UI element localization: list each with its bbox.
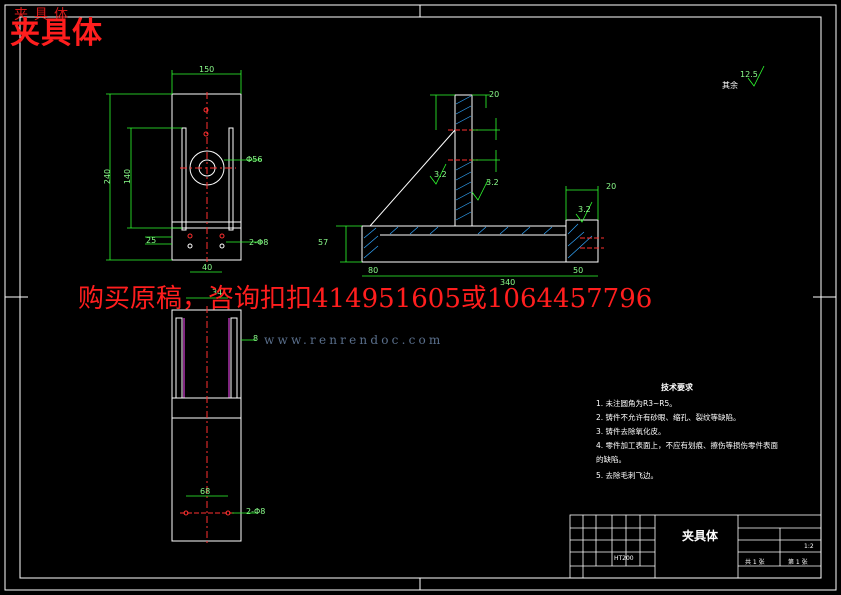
front-view xyxy=(171,92,242,262)
dim-bottom-small: 25 xyxy=(146,236,157,245)
dim-bore: Φ56 xyxy=(246,155,263,164)
dim-top-small: 20 xyxy=(489,90,500,99)
title-block-grid xyxy=(569,514,822,579)
tech-note: 的缺陷。 xyxy=(596,455,626,464)
dim-rough-a: 3.2 xyxy=(434,170,447,179)
dim-lower-hole: 8 xyxy=(253,334,259,343)
side-section-view xyxy=(361,94,604,263)
tech-note: 2. 铸件不允许有砂眼、缩孔、裂纹等缺陷。 xyxy=(596,413,741,422)
front-view-dims xyxy=(106,70,262,273)
dim-rough-b: 3.2 xyxy=(486,178,499,187)
dim-bottom-offset: 40 xyxy=(202,263,213,272)
top-view xyxy=(171,306,242,545)
dim-lower-hole-spec: 2-Φ8 xyxy=(246,507,266,516)
dim-hole-spec: 2-Φ8 xyxy=(249,238,269,247)
dim-rough-c: 3.2 xyxy=(578,205,591,214)
dim-side-base: 80 xyxy=(368,266,379,275)
watermark-url: www.renrendoc.com xyxy=(264,333,444,347)
dim-side-width: 340 xyxy=(500,278,516,287)
title-block-sheet: 第 1 张 xyxy=(788,559,808,566)
centering-marks xyxy=(5,5,836,590)
title-block-scale: 1:2 xyxy=(804,543,814,550)
tech-notes-title: 技术要求 xyxy=(661,383,693,392)
surface-value: 12.5 xyxy=(740,70,758,79)
top-view-dims xyxy=(186,297,258,514)
dim-lower-bottom: 68 xyxy=(200,487,211,496)
tech-note: 1. 未注圆角为R3~R5。 xyxy=(596,399,677,408)
dim-top-width: 150 xyxy=(199,65,215,74)
dim-right-width: 50 xyxy=(573,266,584,275)
surface-label: 其余 xyxy=(722,81,738,90)
dim-lower-width: 34 xyxy=(212,288,223,297)
promo-text: 购买原稿，咨询扣扣414951605或1064457796 xyxy=(78,284,653,314)
title-block-part-name: 夹具体 xyxy=(682,529,719,543)
tech-note: 4. 零件加工表面上，不应有划痕、擦伤等损伤零件表面 xyxy=(596,441,779,450)
title-block-total: 共 1 张 xyxy=(745,559,765,566)
dim-inner-height: 140 xyxy=(123,168,133,185)
corner-title: 夹具体 xyxy=(10,16,103,51)
side-view-dims xyxy=(336,65,765,277)
dim-left-height: 240 xyxy=(103,168,113,185)
corner-title-ghost: 夹具体 xyxy=(14,7,74,23)
dim-side-height: 57 xyxy=(318,238,329,247)
tech-note: 5. 去除毛刺飞边。 xyxy=(596,471,659,480)
title-block-material: HT200 xyxy=(614,555,634,562)
tech-note: 3. 铸件去除氧化皮。 xyxy=(596,427,666,436)
dim-right: 20 xyxy=(606,182,617,191)
